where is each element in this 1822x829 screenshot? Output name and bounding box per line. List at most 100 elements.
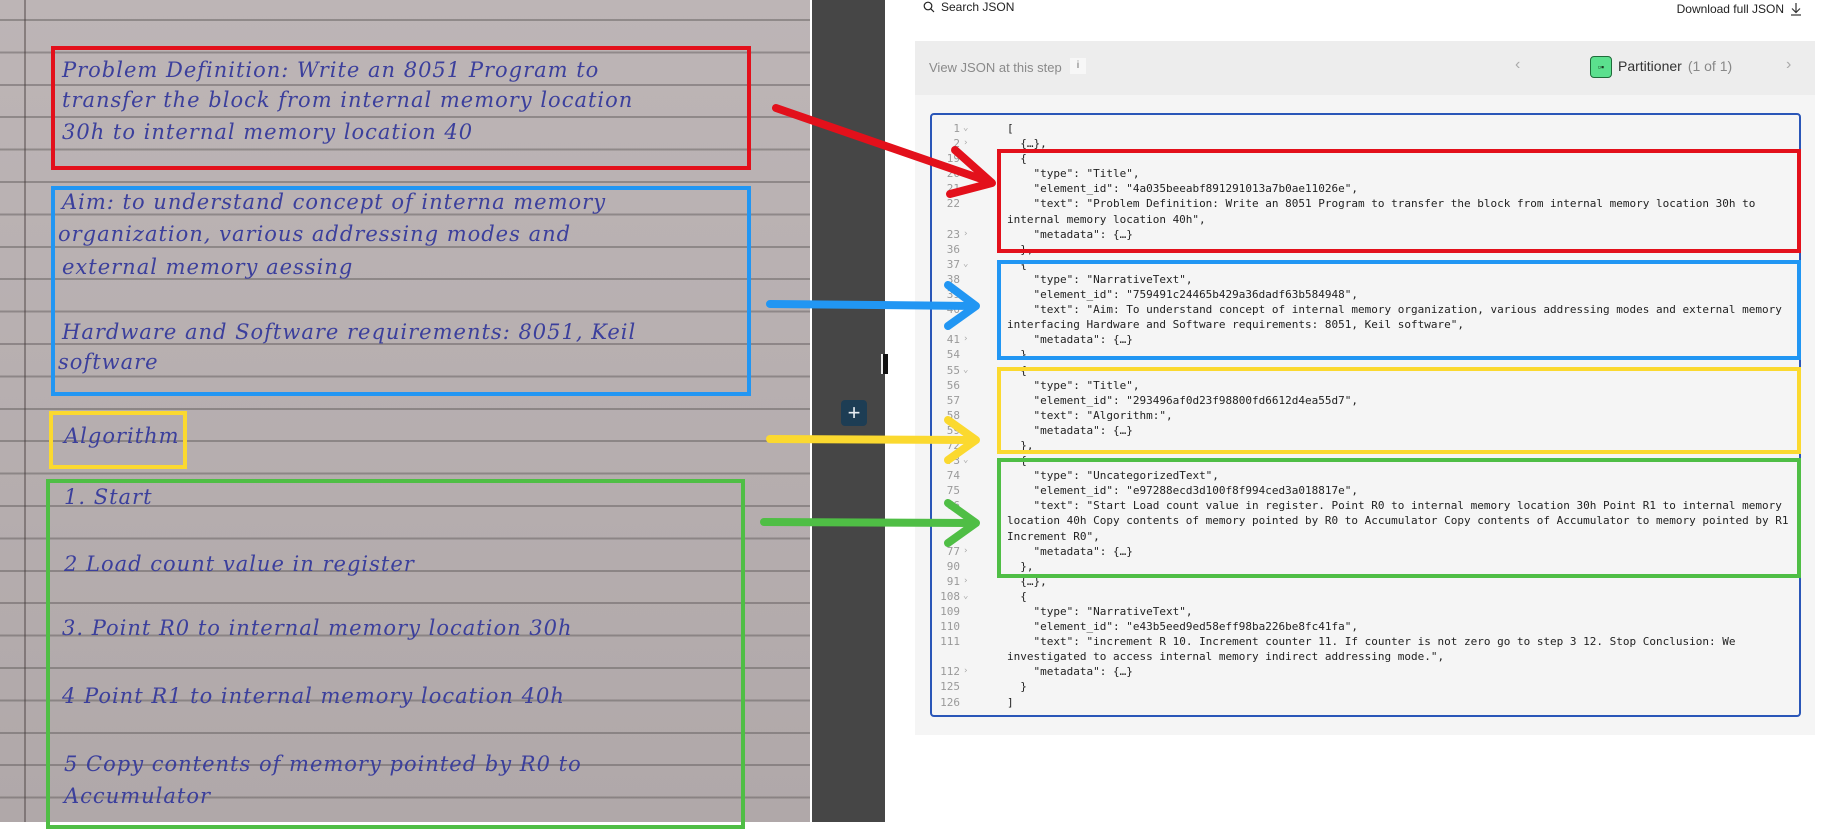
handwritten-line: Algorithm xyxy=(64,424,180,448)
json-line-text: {…}, xyxy=(1007,137,1047,151)
search-json-button[interactable]: Search JSON xyxy=(923,0,1014,14)
expand-chevron-icon xyxy=(960,619,974,634)
highlight-box-uncategorized-json xyxy=(997,458,1801,578)
handwritten-line: 1. Start xyxy=(64,485,153,509)
json-line: 108⌄ { xyxy=(930,589,1802,604)
json-line: 58 "text": "Algorithm:", xyxy=(930,408,1802,423)
json-line-text: { xyxy=(1007,589,1027,603)
json-line: 74 "type": "UncategorizedText", xyxy=(930,468,1802,483)
search-json-label: Search JSON xyxy=(941,0,1015,14)
expand-chevron-icon xyxy=(960,166,974,181)
line-number: 37 xyxy=(946,257,960,271)
json-line-text: "text": "Start Load count value in regis… xyxy=(1007,499,1796,543)
expand-chevron-icon[interactable]: › xyxy=(963,334,969,345)
line-number: 19 xyxy=(946,152,960,166)
info-icon[interactable]: i xyxy=(1070,58,1086,74)
line-number: 76 xyxy=(946,499,960,513)
line-number: 90 xyxy=(946,559,960,573)
expand-chevron-icon[interactable]: › xyxy=(963,666,969,677)
collapse-chevron-icon[interactable]: ⌄ xyxy=(963,123,969,133)
line-number: 72 xyxy=(946,438,960,452)
json-viewer[interactable] xyxy=(930,113,1801,717)
expand-chevron-icon[interactable]: › xyxy=(963,545,969,556)
expand-chevron-icon[interactable]: › xyxy=(963,228,969,239)
line-number: 58 xyxy=(946,408,960,422)
step-selector-bar: View JSON at this step i ‹ ▫▪ Partitione… xyxy=(915,41,1815,96)
json-line-text: "text": "Aim: To understand concept of i… xyxy=(1007,303,1789,332)
download-full-json-button[interactable]: Download full JSON xyxy=(1677,2,1802,16)
handwritten-line: 3. Point R0 to internal memory location … xyxy=(62,616,573,640)
json-line-text: { xyxy=(1007,257,1027,271)
expand-chevron-icon xyxy=(960,242,974,257)
image-divider xyxy=(810,0,812,822)
add-button[interactable]: + xyxy=(841,400,867,426)
expand-chevron-icon xyxy=(960,347,974,362)
json-line-text: {…}, xyxy=(1007,574,1047,588)
expand-chevron-icon xyxy=(960,302,974,332)
json-line-text: "element_id": "e97288ecd3d100f8f994ced3a… xyxy=(1007,484,1359,498)
json-toolbar: Search JSON Download full JSON xyxy=(885,0,1822,40)
handwritten-line: 4 Point R1 to internal memory location 4… xyxy=(62,684,565,708)
line-number: 111 xyxy=(940,635,960,649)
json-line: 75 "element_id": "e97288ecd3d100f8f994ce… xyxy=(930,483,1802,498)
json-line-text: "type": "UncategorizedText", xyxy=(1007,469,1219,483)
line-number: 55 xyxy=(946,363,960,377)
collapse-chevron-icon[interactable]: ⌄ xyxy=(963,590,969,601)
line-number: 54 xyxy=(946,348,960,362)
json-line: 125 } xyxy=(930,679,1802,694)
line-number: 39 xyxy=(946,288,960,302)
next-step-button[interactable]: › xyxy=(1786,56,1792,73)
expand-chevron-icon xyxy=(960,393,974,408)
expand-chevron-icon xyxy=(960,679,974,694)
line-number: 40 xyxy=(946,303,960,317)
json-line: 77› "metadata": {…} xyxy=(930,544,1802,559)
json-line-text: "type": "Title", xyxy=(1007,167,1140,181)
highlight-box-uncategorized-source xyxy=(46,479,745,829)
highlight-box-narrative-json xyxy=(997,260,1801,360)
step-name[interactable]: Partitioner(1 of 1) xyxy=(1618,58,1732,74)
expand-chevron-icon xyxy=(960,196,974,226)
line-number: 56 xyxy=(946,378,960,392)
line-number: 22 xyxy=(946,197,960,211)
collapse-chevron-icon[interactable]: ⌄ xyxy=(963,364,969,375)
expand-chevron-icon[interactable]: › xyxy=(963,138,969,149)
json-line: 126] xyxy=(930,695,1802,710)
expand-chevron-icon xyxy=(960,438,974,453)
line-number: 75 xyxy=(946,484,960,498)
highlight-box-algorithm-json xyxy=(997,367,1801,454)
line-number: 126 xyxy=(940,695,960,709)
collapse-chevron-icon[interactable]: ⌄ xyxy=(963,153,969,164)
handwritten-line: external memory aessing xyxy=(62,255,354,279)
json-line: 23› "metadata": {…} xyxy=(930,227,1802,242)
expand-chevron-icon xyxy=(960,695,974,710)
json-line-text: } xyxy=(1007,680,1027,694)
line-number: 21 xyxy=(946,182,960,196)
collapse-chevron-icon[interactable]: ⌄ xyxy=(963,258,969,269)
expand-chevron-icon xyxy=(960,559,974,574)
json-line: 22 "text": "Problem Definition: Write an… xyxy=(930,196,1802,226)
json-line: 20 "type": "Title", xyxy=(930,166,1802,181)
highlight-box-title-source xyxy=(51,46,751,170)
json-line-text: "text": "increment R 10. Increment count… xyxy=(1007,635,1743,664)
previous-step-button[interactable]: ‹ xyxy=(1515,56,1521,73)
json-line: 56 "type": "Title", xyxy=(930,378,1802,393)
expand-chevron-icon[interactable]: › xyxy=(963,424,969,435)
line-number: 110 xyxy=(940,620,960,634)
json-line-text: "element_id": "e43b5eed9ed58eff98ba226be… xyxy=(1007,620,1359,634)
json-line: 112› "metadata": {…} xyxy=(930,664,1802,679)
json-line: 37⌄ { xyxy=(930,257,1802,272)
json-line-text: "text": "Algorithm:", xyxy=(1007,408,1173,422)
json-line-text: "type": "NarrativeText", xyxy=(1007,605,1193,618)
json-line-text: }, xyxy=(1007,559,1034,573)
line-number: 20 xyxy=(946,167,960,181)
json-line: 40 "text": "Aim: To understand concept o… xyxy=(930,302,1802,332)
collapse-chevron-icon[interactable]: ⌄ xyxy=(963,455,969,466)
handwritten-line: organization, various addressing modes a… xyxy=(58,222,572,246)
line-number: 41 xyxy=(946,333,960,347)
handwritten-line: software xyxy=(58,350,159,374)
expand-chevron-icon xyxy=(960,408,974,423)
json-line-text: ] xyxy=(1007,695,1014,709)
highlight-box-narrative-source xyxy=(51,186,751,396)
expand-chevron-icon[interactable]: › xyxy=(963,575,969,586)
json-line: 41› "metadata": {…} xyxy=(930,332,1802,347)
